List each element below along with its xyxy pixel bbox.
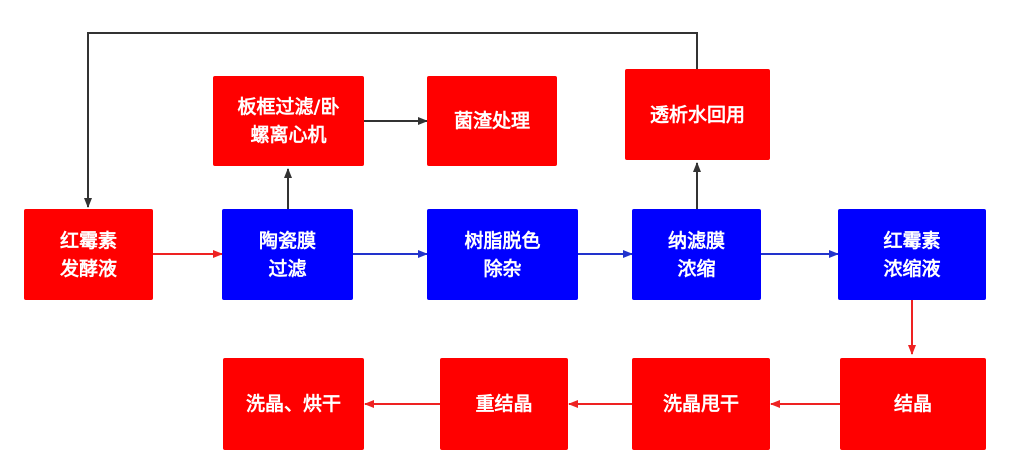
node-recrystallization-label: 重结晶 [475, 393, 533, 415]
node-nanofiltration: 纳滤膜 浓缩 [632, 209, 761, 300]
node-wash-spin-dry: 洗晶甩干 [632, 358, 770, 450]
node-recrystallization: 重结晶 [440, 358, 568, 450]
node-dialysis-water-reuse-label: 透析水回用 [649, 103, 745, 126]
node-crystallization: 结晶 [840, 358, 986, 450]
node-residue-treatment: 菌渣处理 [427, 76, 557, 166]
node-wash-spin-dry-label: 洗晶甩干 [662, 393, 739, 415]
node-concentrate-label: 红霉素 浓缩液 [883, 229, 941, 280]
node-fermentation-broth: 红霉素 发酵液 [24, 209, 153, 300]
node-plate-frame-filter-label: 板框过滤/卧 螺离心机 [237, 96, 340, 146]
node-plate-frame-filter: 板框过滤/卧 螺离心机 [213, 76, 364, 166]
node-resin-decolor: 树脂脱色 除杂 [427, 209, 578, 300]
node-dialysis-water-reuse: 透析水回用 [625, 69, 770, 160]
node-ceramic-membrane: 陶瓷膜 过滤 [222, 209, 353, 300]
node-wash-and-dry-label: 洗晶、烘干 [245, 393, 341, 415]
node-fermentation-broth-label: 红霉素 发酵液 [59, 229, 117, 280]
arrow-dialysis-recycle [84, 32, 698, 208]
node-nanofiltration-label: 纳滤膜 浓缩 [667, 229, 725, 280]
node-crystallization-label: 结晶 [893, 393, 932, 415]
node-ceramic-membrane-label: 陶瓷膜 过滤 [258, 229, 316, 280]
node-residue-treatment-label: 菌渣处理 [453, 110, 530, 132]
node-wash-and-dry: 洗晶、烘干 [223, 358, 364, 450]
node-resin-decolor-label: 树脂脱色 除杂 [464, 229, 541, 280]
node-concentrate: 红霉素 浓缩液 [838, 209, 986, 300]
